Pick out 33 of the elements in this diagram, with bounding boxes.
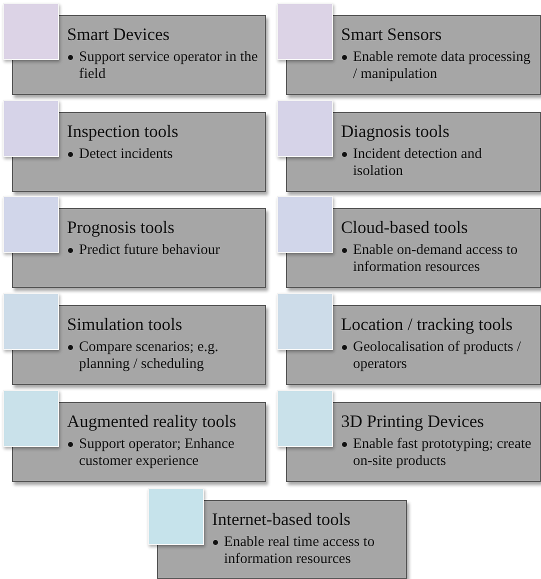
card-description: Enable real time access to information resources [224,534,376,568]
card-heading: Diagnosis tools [341,121,450,142]
tool-card [3,390,266,482]
card-description: Support operator; Enhance customer experience [79,436,236,470]
card-description: Detect incidents [79,146,174,163]
card-heading: Location / tracking tools [341,314,514,335]
tool-card [277,100,541,192]
card-description: Enable remote data processing / manipulation [353,49,532,83]
card-heading: Smart Devices [67,24,171,45]
card-description: Support service operator in the field [79,49,259,83]
tool-card [277,3,541,95]
card-description: Incident detection and isolation [353,146,483,180]
card-heading: Internet-based tools [212,509,352,530]
tool-card [3,100,266,192]
card-heading: Simulation tools [67,314,184,335]
tool-card [277,293,541,385]
card-heading: Inspection tools [67,121,180,142]
card-description: Enable on-demand access to information resources [353,242,519,276]
card-heading: Augmented reality tools [67,411,238,432]
tool-card [3,293,266,385]
tool-card [3,196,266,288]
tool-card [148,488,407,579]
card-description: Enable fast prototyping; create on-site products [353,436,532,470]
card-description: Compare scenarios; e.g. planning / scheduling [79,339,220,373]
tool-card [3,3,266,95]
card-description: Geolocalisation of products / operators [353,339,522,373]
card-heading: 3D Printing Devices [341,411,485,432]
tool-card [277,196,541,288]
tool-card [277,390,541,482]
card-description: Predict future behaviour [79,242,221,259]
card-heading: Prognosis tools [67,217,176,238]
card-heading: Cloud-based tools [341,217,469,238]
card-heading: Smart Sensors [341,24,443,45]
